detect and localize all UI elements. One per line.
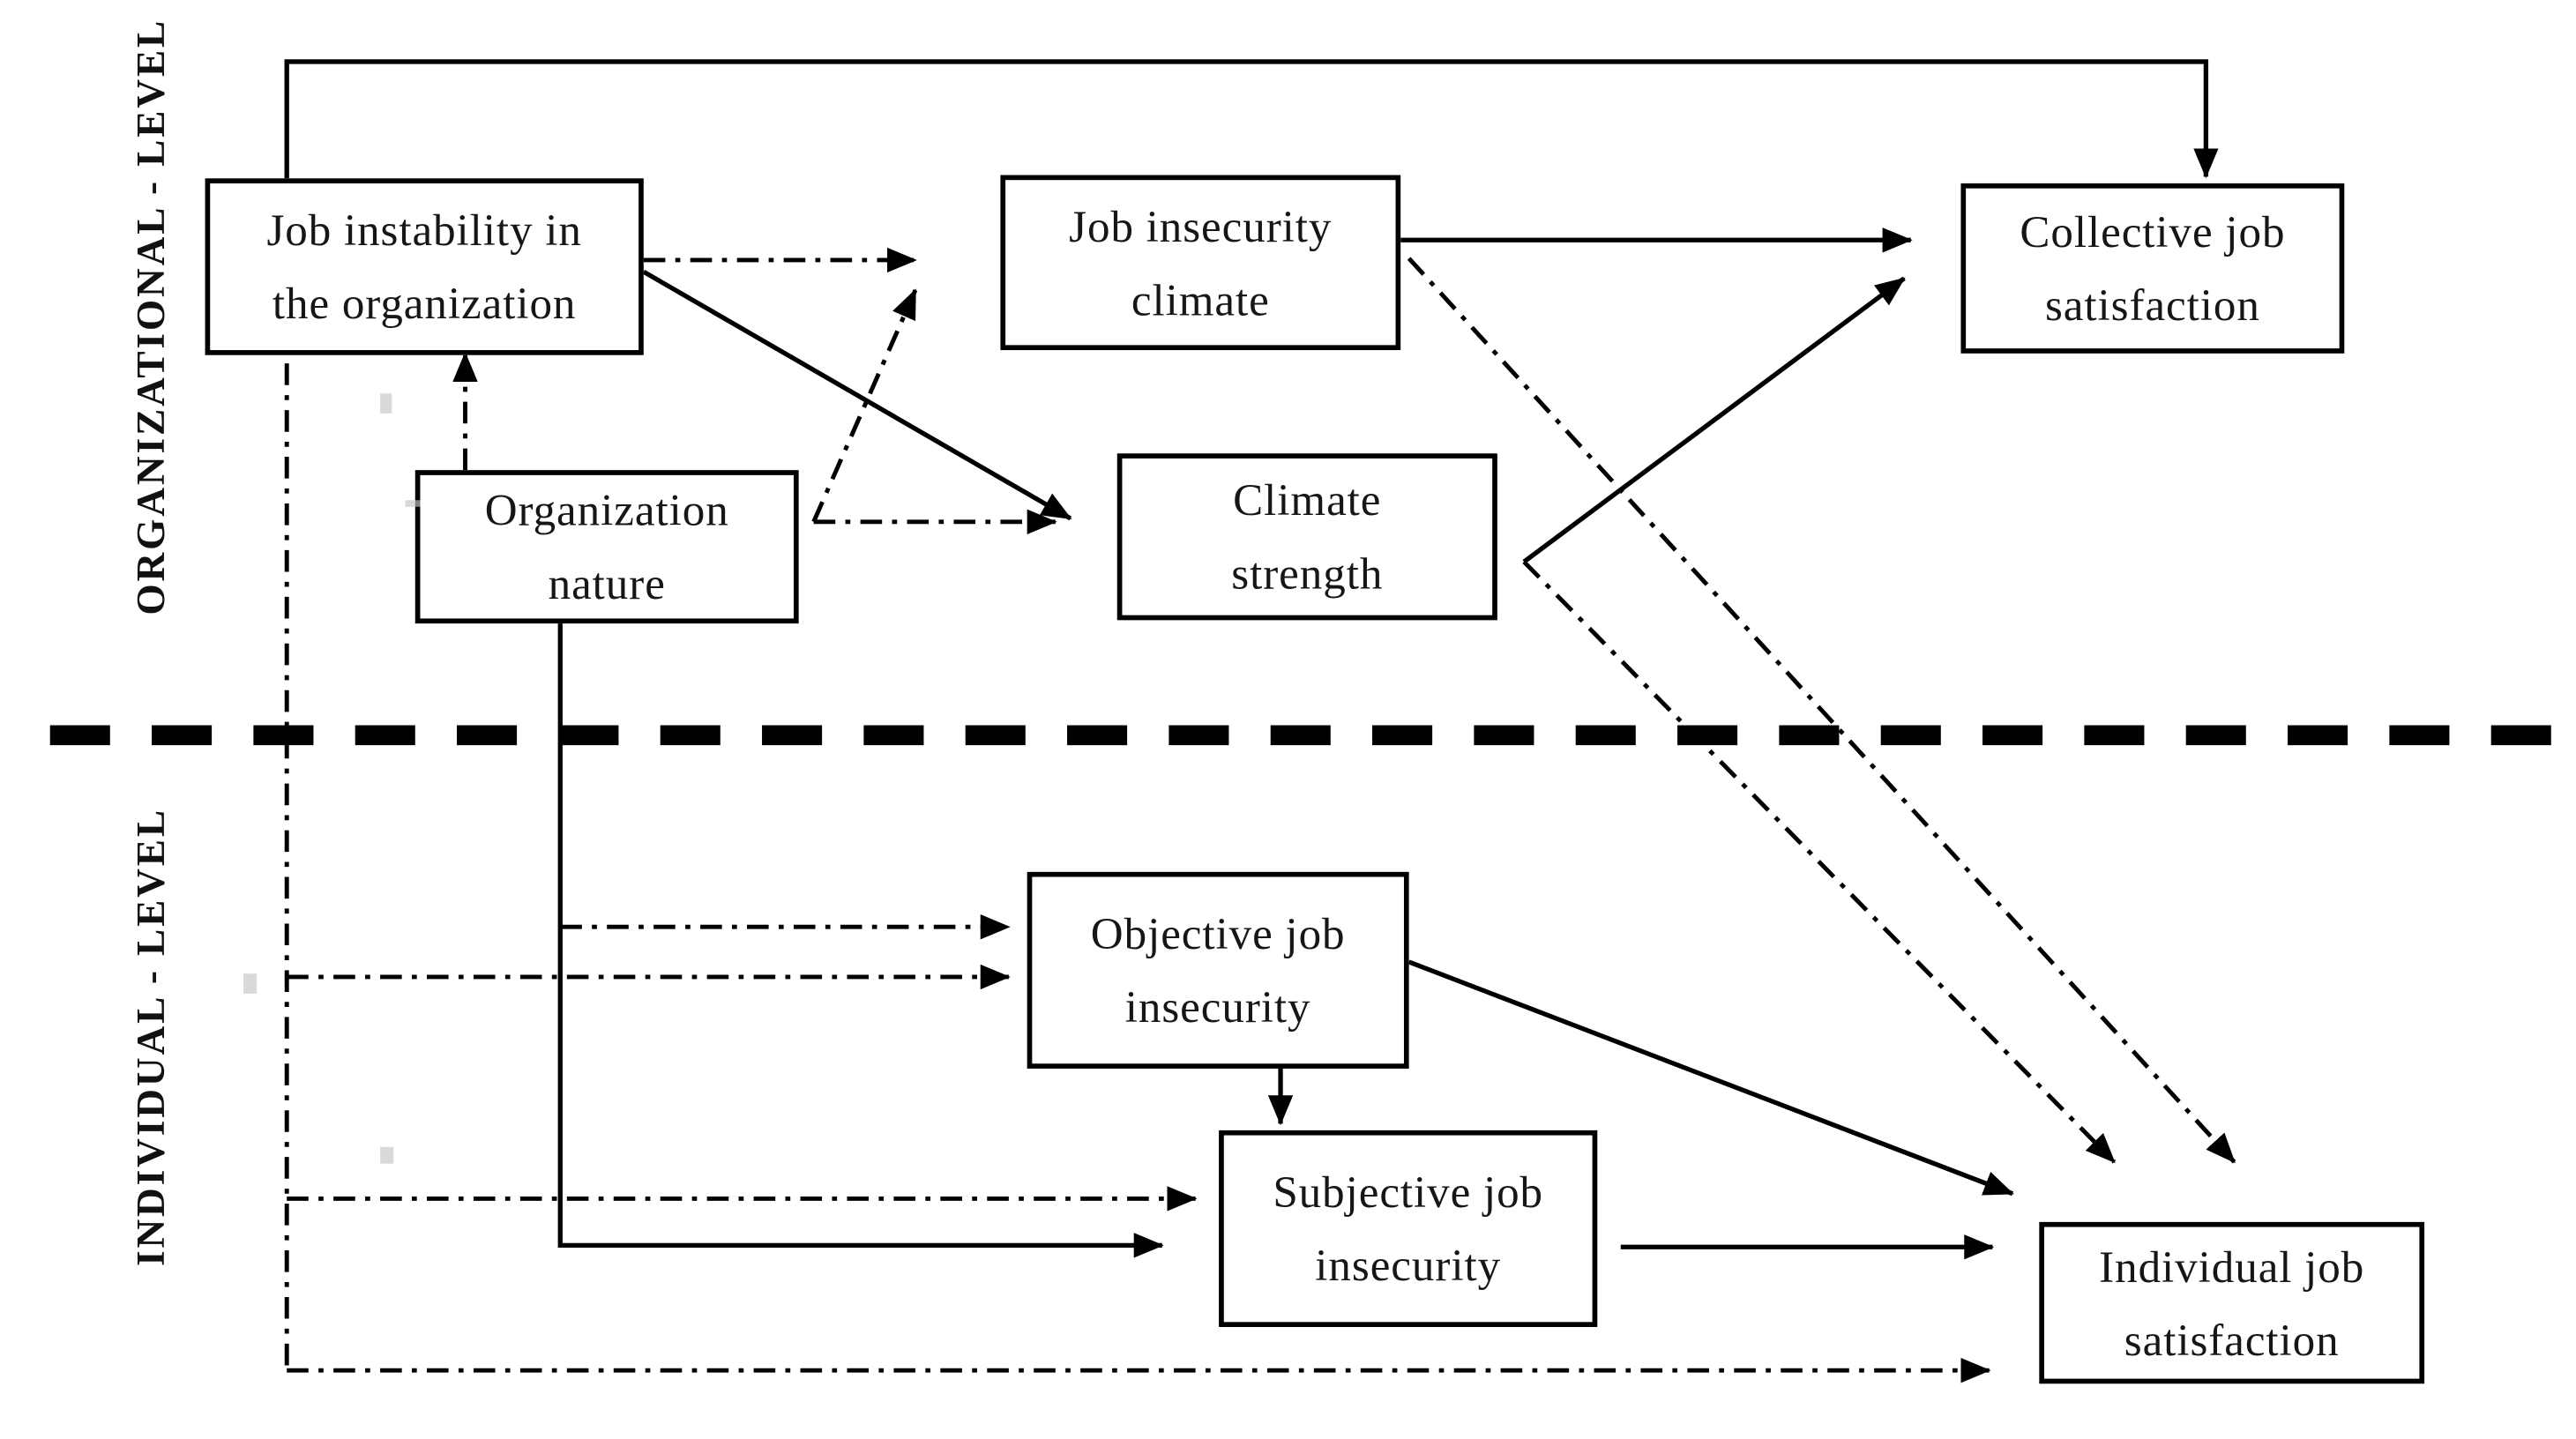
box-objective-line2: insecurity: [1124, 981, 1311, 1033]
arrow-climate-strength-to-individual: [1522, 560, 2117, 1164]
box-collective-line2: satisfaction: [2044, 280, 2260, 331]
arrow-job-instability-to-collective-top: [284, 59, 2219, 179]
scan-artifact: [405, 500, 421, 507]
arrow-objective-to-individual: [1407, 959, 2014, 1197]
organizational-level-label: ORGANIZATIONAL - LEVEL: [131, 18, 175, 615]
box-individual-line1: Individual job: [2099, 1241, 2365, 1292]
box-subjective-line2: insecurity: [1315, 1240, 1502, 1291]
box-collective-job-satisfaction: Collective job satisfaction: [1960, 183, 2345, 354]
box-organization-nature: Organization nature: [414, 470, 799, 624]
box-objective-job-insecurity: Objective job insecurity: [1027, 871, 1409, 1069]
arrow-moderation-diagonal-up: [811, 288, 918, 523]
box-climate-strength-line1: Climate: [1233, 474, 1382, 526]
box-subjective-line1: Subjective job: [1273, 1167, 1544, 1218]
box-individual-line2: satisfaction: [2124, 1314, 2340, 1365]
arrow-insecurity-climate-to-individual: [1407, 257, 2236, 1164]
box-job-instability: Job instability in the organization: [205, 178, 644, 355]
box-objective-line1: Objective job: [1090, 908, 1346, 959]
scan-artifact: [380, 393, 392, 414]
box-individual-job-satisfaction: Individual job satisfaction: [2039, 1221, 2425, 1384]
arrow-organization-nature-to-subjective: [557, 620, 1164, 1258]
box-job-insecurity-climate-line1: Job insecurity: [1069, 200, 1333, 251]
arrow-climate-strength-to-collective: [1522, 276, 1906, 564]
box-climate-strength-line2: strength: [1231, 548, 1384, 599]
box-job-insecurity-climate-line2: climate: [1131, 274, 1270, 324]
box-organization-nature-line1: Organization: [484, 485, 729, 535]
box-subjective-job-insecurity: Subjective job insecurity: [1219, 1130, 1598, 1327]
arrow-job-instability-to-climate-strength: [642, 269, 1072, 521]
scan-artifact: [243, 973, 258, 994]
scan-artifact: [380, 1146, 394, 1164]
box-organization-nature-line2: nature: [548, 558, 666, 609]
box-job-instability-line2: the organization: [272, 278, 577, 329]
box-job-instability-line1: Job instability in: [266, 205, 582, 256]
individual-level-label: INDIVIDUAL - LEVEL: [131, 807, 175, 1267]
box-job-insecurity-climate: Job insecurity climate: [1000, 175, 1401, 351]
box-collective-line1: Collective job: [2020, 206, 2286, 257]
box-climate-strength: Climate strength: [1116, 453, 1497, 621]
